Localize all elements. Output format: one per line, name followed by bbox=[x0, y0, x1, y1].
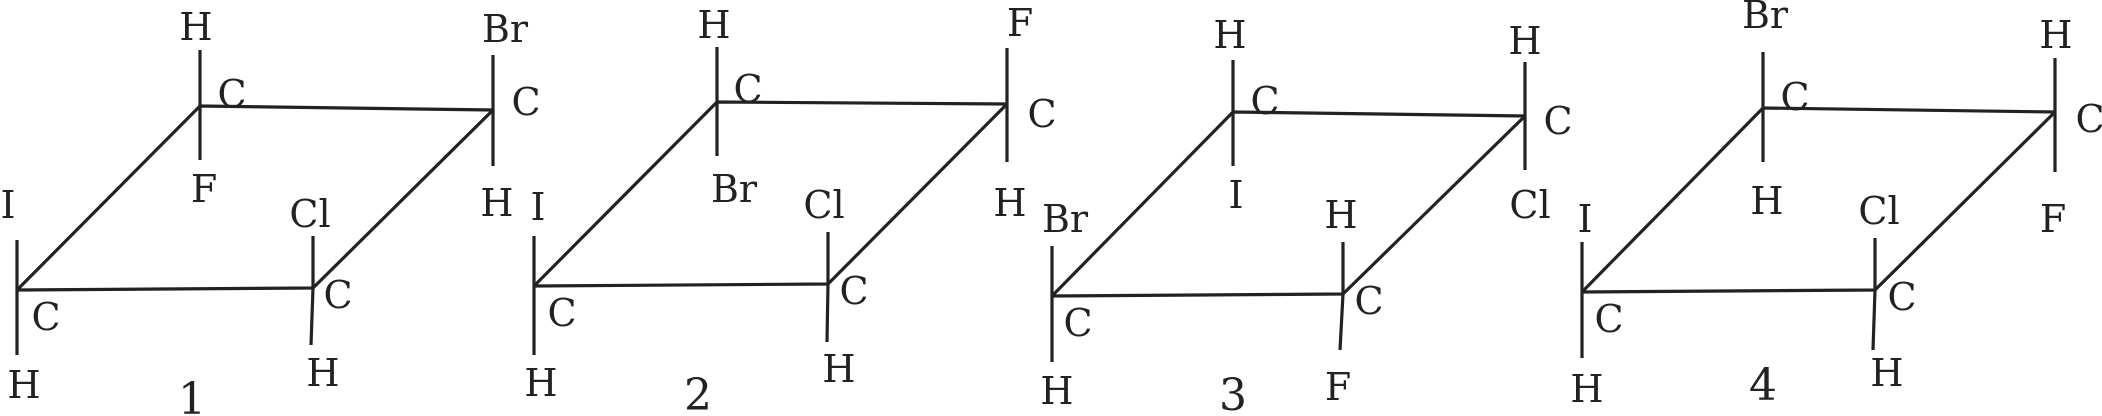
substituent-bottom-right-up: Cl bbox=[289, 192, 330, 236]
substituent-top-right-down: Cl bbox=[1509, 183, 1550, 227]
carbon-top-left: C bbox=[1250, 79, 1279, 123]
substituent-bottom-left-down: H bbox=[7, 363, 40, 407]
substituent-top-left-up: H bbox=[1213, 13, 1246, 57]
substituent-bottom-left-up: Br bbox=[1042, 197, 1089, 241]
substituent-bottom-right-up: H bbox=[1324, 193, 1357, 237]
ring-bonds bbox=[1050, 110, 1527, 298]
carbon-bottom-left: C bbox=[1063, 301, 1092, 345]
substituent-top-left-up: Br bbox=[1742, 0, 1789, 37]
substituent-bottom-left-up: I bbox=[1577, 197, 1592, 241]
carbon-top-right: C bbox=[1027, 92, 1056, 136]
substituent-bottom-right-down: H bbox=[1870, 351, 1903, 395]
structure-number: 3 bbox=[1219, 370, 1247, 416]
substituent-bottom-left-down: H bbox=[524, 361, 557, 405]
ring-bonds bbox=[1580, 106, 2057, 294]
carbon-top-left: C bbox=[733, 67, 762, 111]
substituent-top-left-down: Br bbox=[711, 167, 758, 211]
bond-down-bottom-right bbox=[1871, 289, 1877, 351]
structure-3: C H I C H Cl C Br H C H F 3 bbox=[1040, 13, 1572, 416]
substituent-top-right-up: H bbox=[2039, 13, 2072, 57]
bond-down-bottom-right bbox=[309, 287, 315, 346]
substituent-bottom-left-up: I bbox=[530, 185, 545, 229]
substituent-top-left-down: F bbox=[191, 167, 217, 211]
carbon-bottom-right: C bbox=[839, 269, 868, 313]
substituent-bottom-right-up: Cl bbox=[1858, 189, 1899, 233]
substituent-top-left-up: H bbox=[179, 5, 212, 49]
substituent-bottom-right-up: Cl bbox=[803, 183, 844, 227]
carbon-bottom-left: C bbox=[31, 295, 60, 339]
carbon-top-left: C bbox=[1780, 75, 1809, 119]
ring-bonds bbox=[532, 100, 1009, 288]
structure-1: C H F C Br H C I H C Cl H 1 bbox=[0, 5, 540, 416]
substituent-top-right-up: Br bbox=[482, 7, 529, 51]
structure-4: C Br H C H F C I H C Cl H 4 bbox=[1570, 0, 2102, 411]
carbon-bottom-right: C bbox=[1887, 275, 1916, 319]
substituent-top-left-down: H bbox=[1750, 179, 1783, 223]
substituent-bottom-right-down: F bbox=[1325, 365, 1351, 409]
substituent-top-right-down: H bbox=[993, 181, 1026, 225]
substituent-top-right-up: H bbox=[1508, 19, 1541, 63]
carbon-top-right: C bbox=[511, 80, 540, 124]
substituent-top-right-up: F bbox=[1007, 1, 1033, 45]
substituent-top-right-down: H bbox=[480, 181, 513, 225]
substituent-bottom-left-up: I bbox=[0, 183, 15, 227]
substituent-bottom-right-down: H bbox=[306, 351, 339, 395]
bond-down-bottom-right bbox=[825, 283, 830, 343]
structure-number: 4 bbox=[1749, 360, 1777, 411]
ring-bonds bbox=[15, 104, 495, 292]
substituent-top-left-up: H bbox=[697, 3, 730, 47]
carbon-bottom-left: C bbox=[547, 291, 576, 335]
substituent-top-left-down: I bbox=[1228, 173, 1243, 217]
bond-down-bottom-right bbox=[1338, 293, 1345, 351]
substituent-top-right-down: F bbox=[2040, 197, 2066, 241]
carbon-top-left: C bbox=[217, 72, 246, 116]
carbon-bottom-right: C bbox=[323, 273, 352, 317]
substituent-bottom-right-down: H bbox=[822, 347, 855, 391]
structure-number: 2 bbox=[684, 370, 712, 416]
substituent-bottom-left-down: H bbox=[1570, 367, 1603, 411]
carbon-top-right: C bbox=[2075, 97, 2102, 141]
carbon-top-right: C bbox=[1543, 99, 1572, 143]
structure-2: C H Br C F H C I H C Cl H 2 bbox=[524, 1, 1056, 416]
substituent-bottom-left-down: H bbox=[1040, 369, 1073, 413]
carbon-bottom-left: C bbox=[1594, 297, 1623, 341]
structure-number: 1 bbox=[178, 374, 206, 416]
carbon-bottom-right: C bbox=[1354, 279, 1383, 323]
